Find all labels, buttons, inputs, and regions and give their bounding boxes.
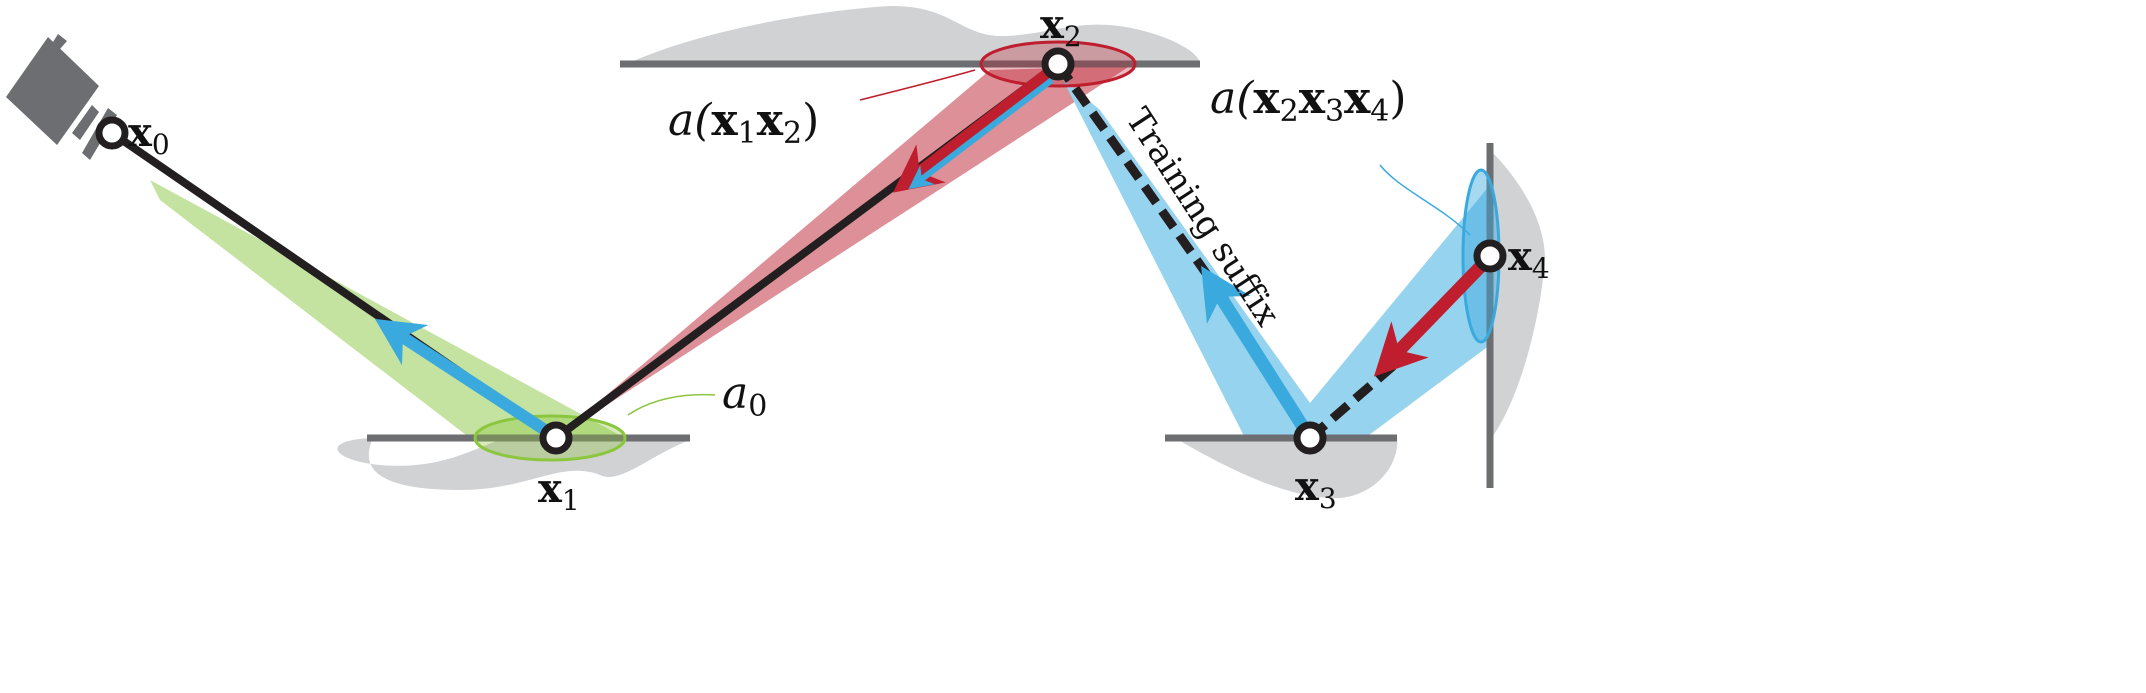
vertex-x1 (539, 421, 573, 455)
vertex-x0 (95, 116, 129, 150)
label-x1: x1 (538, 465, 580, 517)
blue-arrow-x3-to-x2 (1201, 266, 1311, 434)
surface-shape-x1 (337, 438, 690, 490)
label-a0: a0 (722, 368, 767, 424)
vertex-x2 (1041, 47, 1075, 81)
label-a-x2x3x4: a(x2x3x4) (1210, 73, 1407, 129)
leader-a0 (627, 393, 716, 416)
label-x4: x4 (1508, 233, 1550, 285)
red-arrow-x2-to-x1 (892, 67, 1054, 193)
surface-shape-x3 (1175, 438, 1398, 499)
leader-a-x1x2 (859, 69, 976, 101)
blue-arrow-x2-overlay (908, 77, 1054, 190)
label-x0: x0 (128, 109, 170, 161)
red-cone (556, 66, 1130, 438)
blue-arrow-x1-to-x0 (374, 318, 552, 438)
label-a-x1x2: a(x1x2) (668, 95, 819, 151)
vertex-x3 (1293, 421, 1327, 455)
path-segment-x2-x3-dashed (1054, 61, 1229, 303)
surface-shape-x4 (1490, 150, 1545, 440)
label-x2: x2 (1040, 1, 1082, 53)
label-x3: x3 (1295, 463, 1337, 515)
leader-a-x2x3x4 (1379, 164, 1471, 236)
green-cone (150, 180, 625, 438)
red-arrow-x4-to-x3 (1373, 257, 1490, 377)
vertex-x4 (1473, 239, 1507, 273)
